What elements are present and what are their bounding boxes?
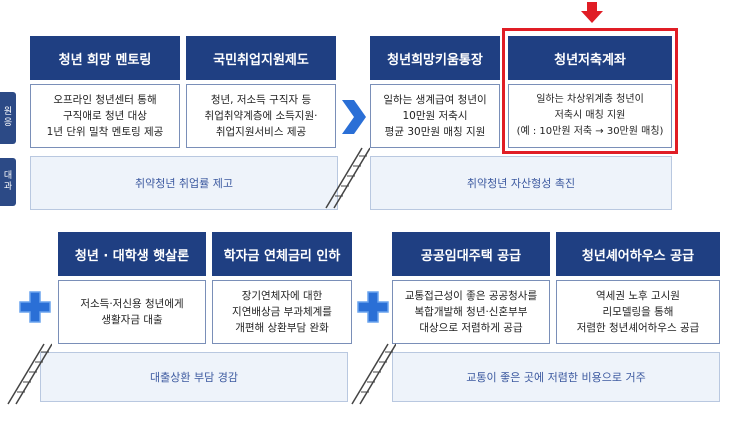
side-label-bottom: 대 과 [0, 158, 16, 206]
plus-icon [357, 291, 389, 323]
ladder-icon [325, 147, 370, 209]
header-youth-savings-account: 청년저축계좌 [508, 36, 672, 80]
result-employment-rate: 취약청년 취업률 제고 [30, 156, 338, 210]
body-sunshine-loan: 저소득·저신용 청년에게 생활자금 대출 [58, 280, 206, 344]
body-youth-savings-account: 일하는 차상위계층 청년이 저축시 매칭 지원 (예 : 10만원 저축 → 3… [508, 84, 672, 148]
side-label-top: 원 응 [0, 92, 16, 144]
highlight-frame [502, 28, 678, 154]
body-youth-hope-mentoring: 오프라인 청년센터 통해 구직애로 청년 대상 1년 단위 밀착 멘토링 제공 [30, 84, 180, 148]
header-public-rental-housing: 공공임대주택 공급 [392, 232, 550, 276]
header-national-employment-support: 국민취업지원제도 [186, 36, 336, 80]
body-public-rental-housing: 교통접근성이 좋은 공공청사를 복합개발해 청년·신혼부부 대상으로 저렴하게 … [392, 280, 550, 344]
result-asset-formation: 취약청년 자산형성 촉진 [370, 156, 672, 210]
result-loan-burden: 대출상환 부담 경감 [40, 352, 348, 402]
body-youth-hope-savings: 일하는 생계급여 청년이 10만원 저축시 평균 30만원 매칭 지원 [370, 84, 500, 148]
header-sunshine-loan: 청년 · 대학생 햇살론 [58, 232, 206, 276]
chevron-right-icon [342, 100, 366, 134]
result-affordable-housing: 교통이 좋은 곳에 저렴한 비용으로 거주 [392, 352, 720, 402]
down-arrow-icon [581, 2, 603, 23]
body-national-employment-support: 청년, 저소득 구직자 등 취업취약계층에 소득지원· 취업지원서비스 제공 [186, 84, 336, 148]
header-student-loan-rate: 학자금 연체금리 인하 [212, 232, 352, 276]
body-youth-sharehouse: 역세권 노후 고시원 리모델링을 통해 저렴한 청년셰어하우스 공급 [556, 280, 720, 344]
plus-icon [19, 291, 51, 323]
header-youth-hope-savings: 청년희망키움통장 [370, 36, 500, 80]
body-student-loan-rate: 장기연체자에 대한 지연배상금 부과체계를 개편해 상환부담 완화 [212, 280, 352, 344]
header-youth-hope-mentoring: 청년 희망 멘토링 [30, 36, 180, 80]
ladder-icon [351, 343, 396, 405]
header-youth-sharehouse: 청년셰어하우스 공급 [556, 232, 720, 276]
ladder-icon [7, 343, 52, 405]
